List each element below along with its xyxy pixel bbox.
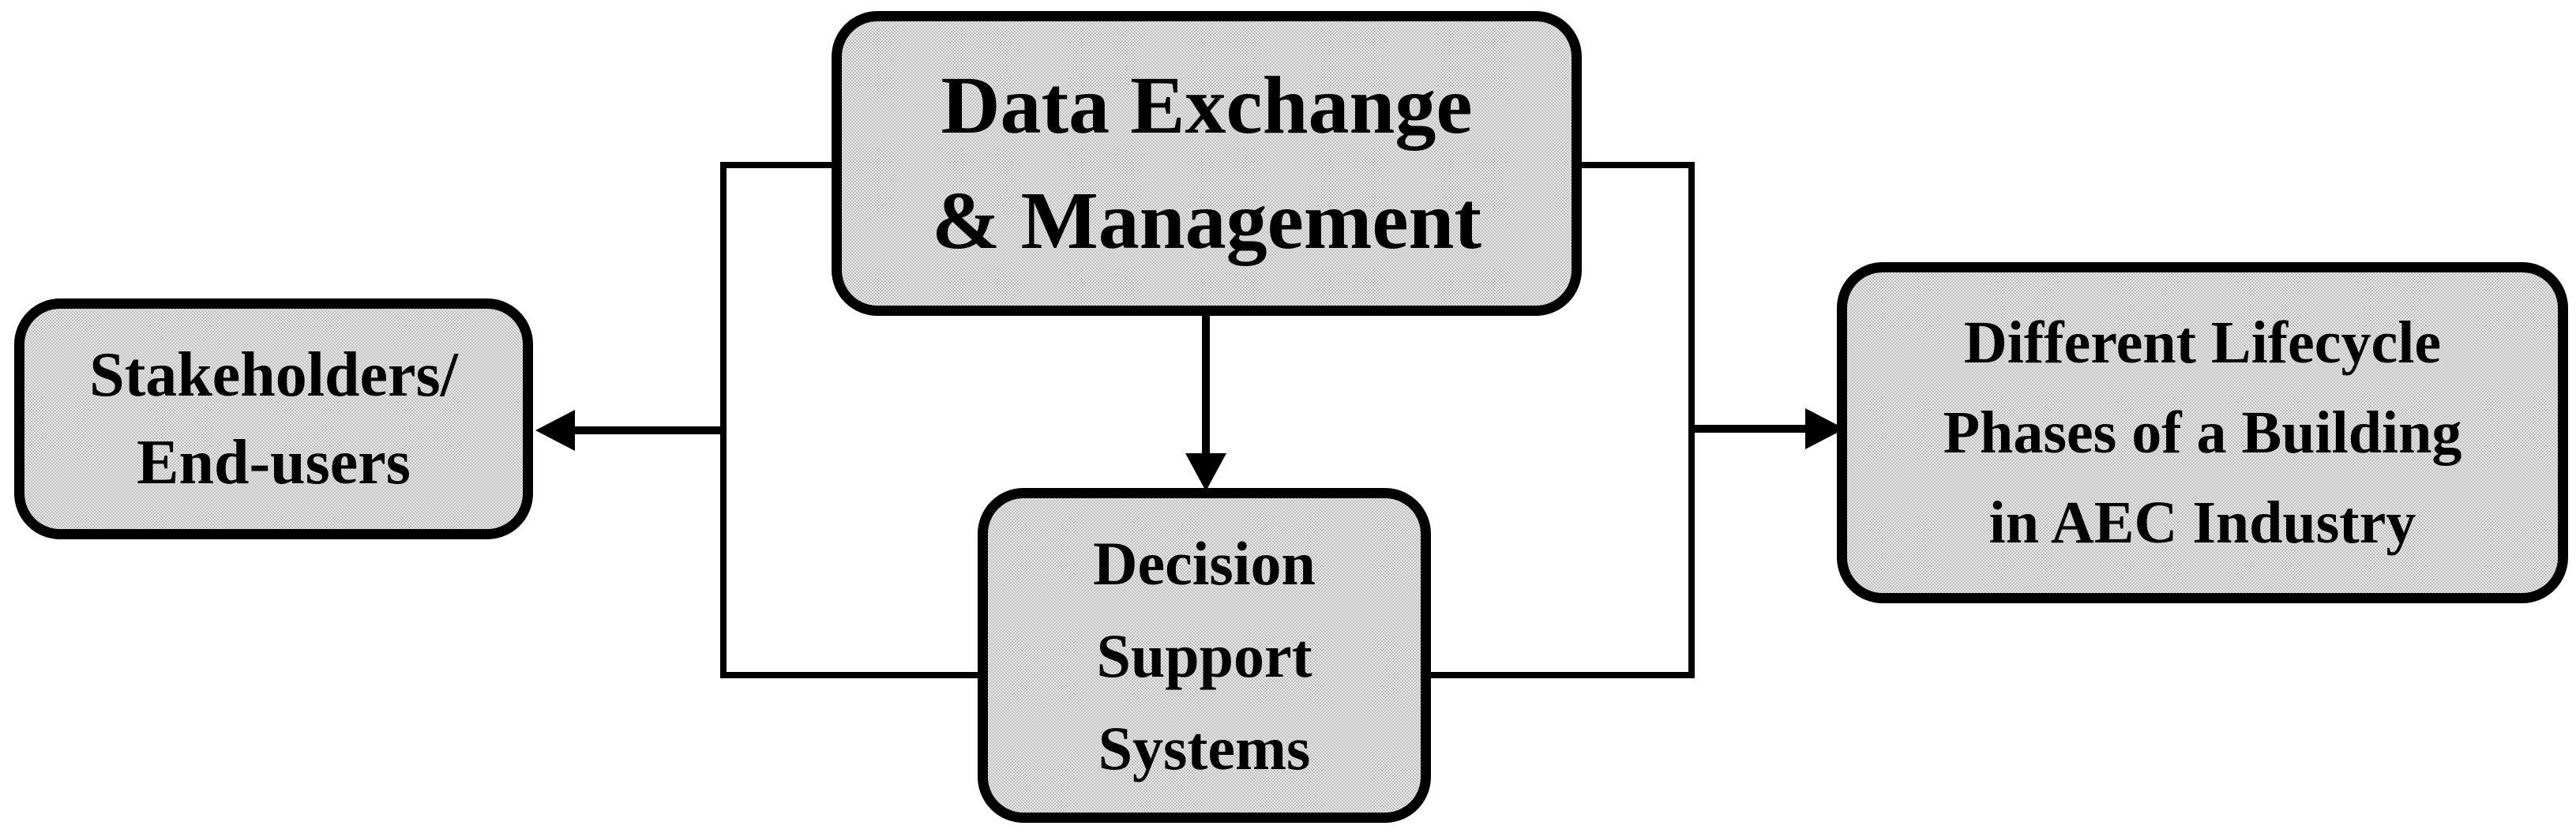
node-lifecycle-phases-aec: Different Lifecycle Phases of a Building… bbox=[1837, 262, 2568, 603]
arrowhead-down-icon bbox=[1185, 453, 1226, 491]
node-data-exchange-management: Data Exchange & Management bbox=[832, 11, 1582, 316]
arrowhead-right-icon bbox=[1805, 408, 1845, 449]
node-label-line: Decision bbox=[1093, 528, 1316, 598]
node-label-line: Systems bbox=[1098, 713, 1311, 783]
node-label-line: Phases of a Building bbox=[1943, 400, 2462, 466]
node-stakeholders-end-users: Stakeholders/ End-users bbox=[14, 298, 533, 539]
node-label-line: Different Lifecycle bbox=[1963, 310, 2442, 376]
node-label-line: Support bbox=[1096, 621, 1312, 690]
arrowhead-left-icon bbox=[535, 410, 575, 451]
node-label-line: Stakeholders/ bbox=[89, 340, 458, 411]
node-label-line: in AEC Industry bbox=[1988, 490, 2416, 556]
connector-right-bus bbox=[1431, 162, 1695, 678]
node-decision-support-systems: Decision Support Systems bbox=[978, 488, 1431, 823]
connector-left-bus bbox=[720, 162, 978, 678]
node-label-line: & Management bbox=[931, 175, 1482, 266]
node-label-line: End-users bbox=[137, 427, 411, 497]
node-label-line: Data Exchange bbox=[941, 60, 1473, 152]
